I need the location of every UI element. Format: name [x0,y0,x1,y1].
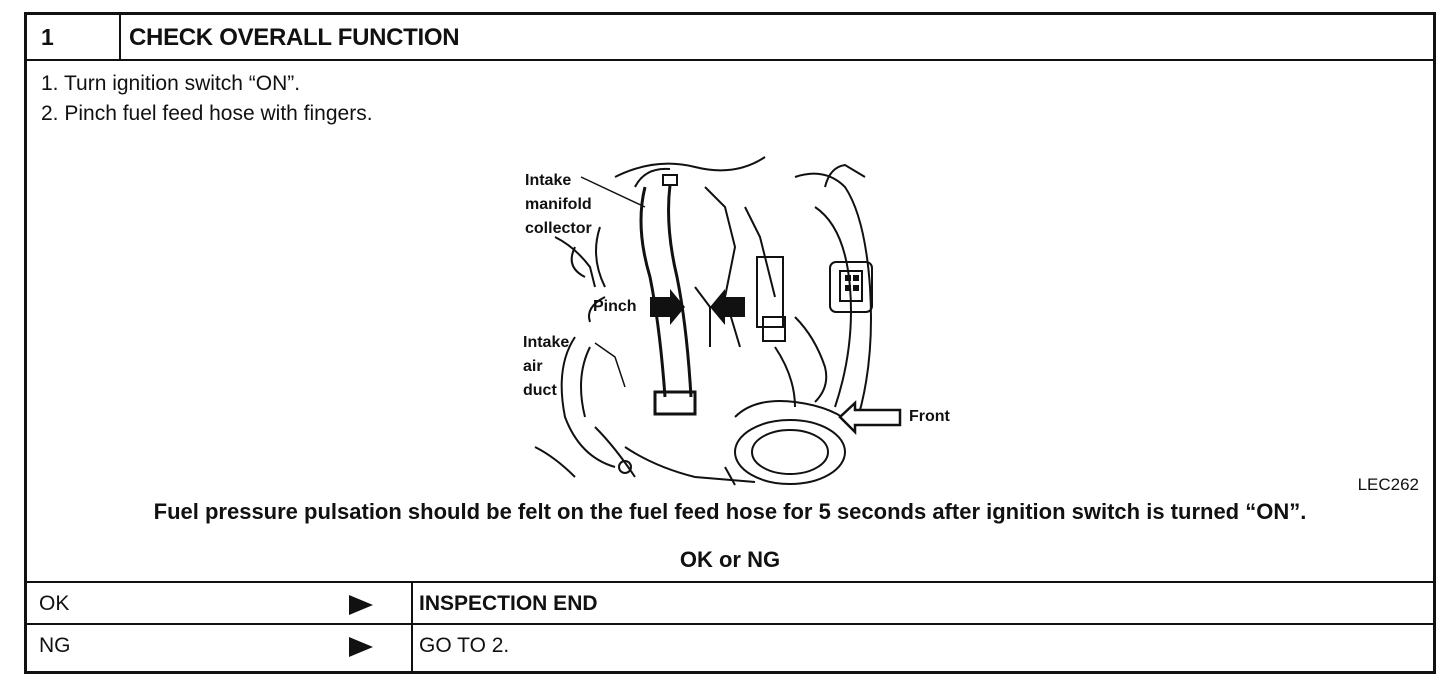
expected-result: Fuel pressure pulsation should be felt o… [153,499,1307,524]
inspection-procedure-sheet: 1 CHECK OVERALL FUNCTION 1. Turn ignitio… [24,12,1436,674]
label-line: Intake [523,334,570,351]
intake-manifold-label: Intake manifold collector [525,169,592,241]
label-line: air [523,358,543,375]
engine-illustration [534,156,902,486]
engine-diagram: Intake manifold collector Pinch Intake a… [495,147,950,487]
right-triangle-arrow-icon [349,595,373,615]
front-label: Front [909,408,950,425]
step-header: 1 CHECK OVERALL FUNCTION [27,15,1433,61]
column-divider [411,583,413,623]
outcome-condition: OK [39,592,70,615]
label-line: manifold [525,196,592,213]
procedure-steps: 1. Turn ignition switch “ON”. 2. Pinch f… [41,69,373,129]
outcome-row-ok: OK INSPECTION END [27,581,1433,623]
label-line: duct [523,382,557,399]
figure-code: LEC262 [1357,475,1419,494]
outcome-action: GO TO 2. [419,634,510,657]
procedure-step: 2. Pinch fuel feed hose with fingers. [41,102,373,125]
outcome-condition: NG [39,634,71,657]
right-triangle-arrow-icon [349,637,373,657]
intake-air-duct-label: Intake air duct [523,331,569,403]
step-title: CHECK OVERALL FUNCTION [129,24,460,51]
label-line: Intake [525,172,572,189]
procedure-step: 1. Turn ignition switch “ON”. [41,72,301,95]
column-divider [411,625,413,671]
outcome-row-ng: NG GO TO 2. [27,623,1433,671]
step-number: 1 [27,15,121,59]
label-line: collector [525,220,592,237]
ok-or-ng-heading: OK or NG [679,547,781,572]
pinch-label: Pinch [593,298,637,315]
outcome-action: INSPECTION END [419,592,598,615]
